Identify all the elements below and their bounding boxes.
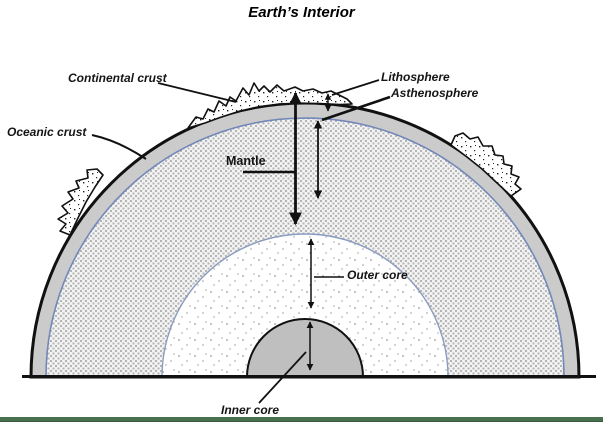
oceanic-crust-leader-line — [91, 134, 147, 160]
label-lithosphere: Lithosphere — [381, 70, 450, 84]
label-asthenosphere: Asthenosphere — [391, 86, 479, 100]
crust-blob-left — [57, 168, 104, 236]
asthenosphere-leader-line — [321, 95, 391, 122]
diagram-title: Earth’s Interior — [248, 4, 355, 21]
label-continental-crust: Continental crust — [68, 71, 167, 85]
label-outer-core: Outer core — [347, 268, 408, 282]
lithosphere-leader-line — [331, 79, 380, 96]
bottom-divider-bar — [0, 417, 603, 422]
outer-core-layer — [161, 233, 449, 378]
continental-crust-leader-line — [157, 82, 237, 103]
label-inner-core: Inner core — [221, 403, 280, 417]
crust-blob-right — [450, 132, 522, 197]
label-oceanic-crust: Oceanic crust — [7, 125, 87, 139]
inner-core-leader-line — [258, 351, 307, 404]
inner-core-layer — [245, 318, 365, 378]
label-mantle: Mantle — [226, 154, 266, 168]
